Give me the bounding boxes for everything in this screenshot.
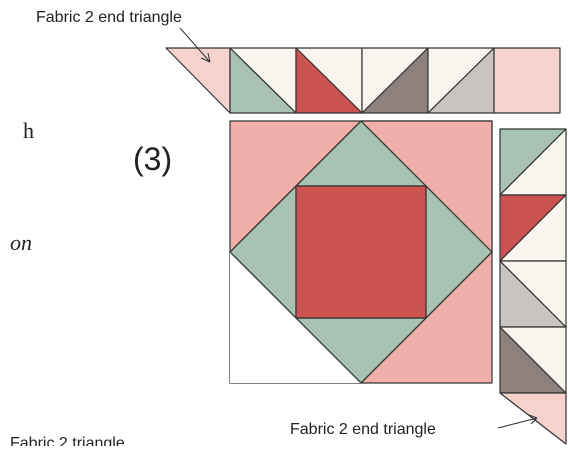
- arrow-icon: [497, 417, 538, 429]
- top-callout-label: Fabric 2 end triangle: [36, 9, 182, 26]
- corner-seam-bottom-right: [360, 251, 493, 384]
- top-border-row: [165, 47, 561, 114]
- top-hst-1-dark: [229, 47, 297, 114]
- top-end-triangle: [165, 47, 231, 114]
- corner-triangle-top-right: [360, 120, 493, 253]
- red-center-square: [295, 185, 427, 319]
- step-number: (3): [133, 141, 172, 177]
- top-hst-2-dark: [295, 47, 363, 114]
- bottom-callout-label: Fabric 2 end triangle: [290, 421, 436, 438]
- arrow-icon: [179, 27, 211, 63]
- corner-triangle-bottom-left-edge: [229, 251, 362, 384]
- center-block: [229, 120, 493, 384]
- cut-text-fragment-2: on: [10, 230, 32, 255]
- cut-text-fragment-3: Fabric 2 triangle: [10, 435, 125, 446]
- right-hst-3-light: [499, 260, 567, 328]
- arrow-icon-head: [528, 414, 538, 425]
- right-hst-4-light: [499, 326, 567, 394]
- right-border-column: [499, 128, 567, 445]
- top-end-square: [493, 47, 561, 114]
- arrow-icon-head: [200, 52, 211, 63]
- corner-seam-top-left: [229, 120, 362, 253]
- right-end-triangle: [499, 392, 567, 445]
- cut-text-fragment-1: h: [23, 118, 34, 143]
